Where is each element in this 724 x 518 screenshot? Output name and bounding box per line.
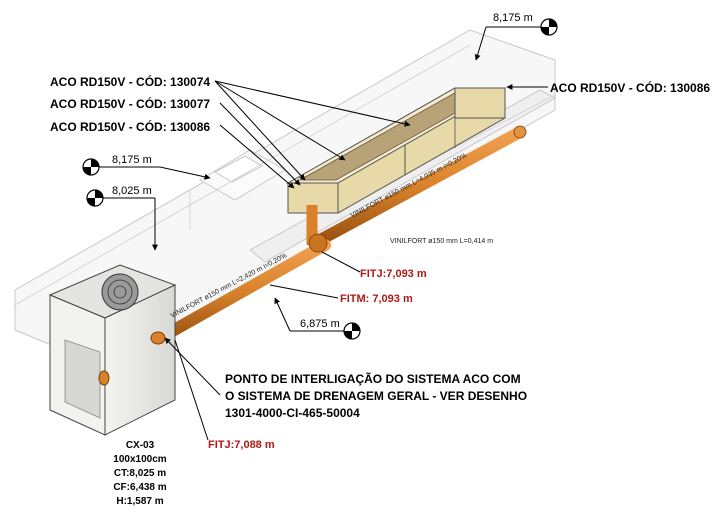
level-left-upper: 8,175 m [112,154,152,166]
level-top-right: 8,175 m [493,12,533,24]
aco-leaders [214,80,548,189]
fitj-top-label: FITJ:7,093 m [360,268,427,280]
box-name: CX-03 [126,440,155,451]
box-cf: CF:6,438 m [113,482,166,493]
aco-label-3: ACO RD150V - CÓD: 130086 [50,119,210,134]
level-marker-left-lower [86,189,158,251]
level-marker-top-right [474,18,558,61]
aco-label-1: ACO RD150V - CÓD: 130074 [50,74,210,89]
box-ct: CT:8,025 m [114,468,166,479]
fitm-label: FITM: 7,093 m [340,293,413,305]
pipe-tee-fitting [308,233,328,253]
level-marker-bottom-mid [274,297,361,340]
pipe-upper [314,126,526,246]
box-side [104,284,176,436]
fitj-bottom-label: FITJ:7,088 m [208,439,275,451]
box-inlet [150,331,166,345]
manhole-grate-ring [107,279,133,305]
aco-label-2: ACO RD150V - CÓD: 130077 [50,96,210,111]
level-marker-left-upper [82,158,211,180]
note-line-3: 1301-4000-CI-465-50004 [225,406,360,420]
inspection-box [48,264,177,436]
pipe-end-cap [513,125,527,139]
pipe-network [154,125,527,344]
box-size: 100x100cm [113,454,166,465]
pipe-lower [154,239,331,344]
manhole-grate [101,273,139,311]
level-left-lower: 8,025 m [112,185,152,197]
aco-end-unit [454,87,506,119]
aco-label-right: ACO RD150V - CÓD: 130086 [550,80,710,95]
pipe-label-branch: VINILFORT ø150 mm L=0,414 m [390,238,493,245]
box-inner [64,339,101,419]
box-info: CX-03 100x100cm CT:8,025 m CF:6,438 m H:… [113,440,166,507]
level-bottom-mid: 6,875 m [300,318,340,330]
fitm-leader [269,284,339,299]
box-outlet [98,370,110,386]
fitj-top-leader [321,251,361,273]
manhole-grate-core [113,285,127,299]
fitj-bottom-leader [174,339,209,441]
note-leader [164,337,221,396]
note-line-1: PONTO DE INTERLIGAÇÃO DO SISTEMA ACO COM [225,371,521,386]
box-h: H:1,587 m [116,496,163,507]
note-line-2: O SISTEMA DE DRENAGEM GERAL - VER DESENH… [225,389,527,403]
